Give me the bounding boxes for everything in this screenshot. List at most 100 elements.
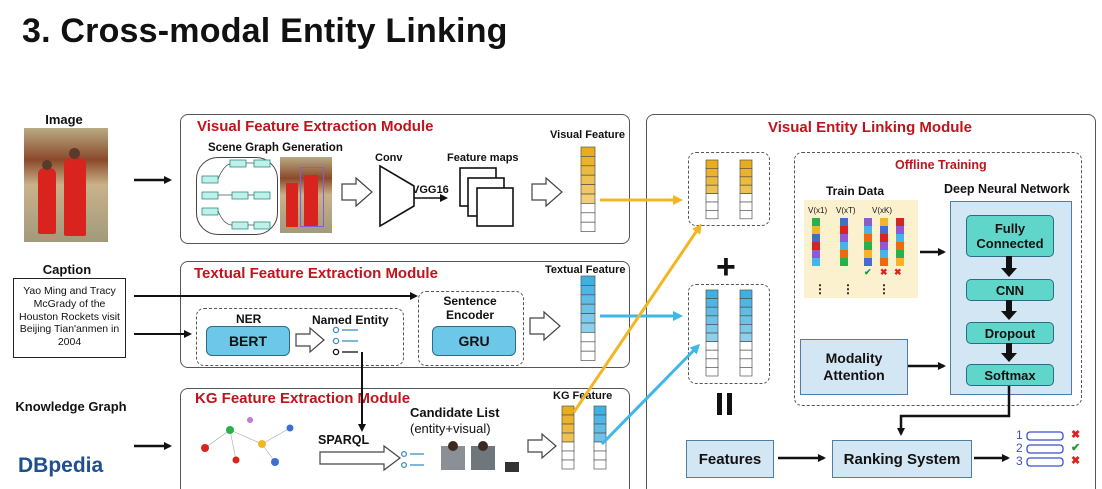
feature-cell [580, 285, 596, 296]
train-dots-1: ⋮ [814, 282, 826, 296]
feature-cell [739, 358, 753, 368]
feature-cell [739, 341, 753, 351]
caption-text: Yao Ming and Tracy McGrady of the Housto… [13, 278, 126, 358]
candidate-list-label: Candidate List [410, 405, 500, 420]
feature-cell [739, 367, 753, 377]
candidate-list-sub: (entity+visual) [410, 421, 491, 436]
feature-cell [705, 184, 719, 194]
candidate-face-2 [478, 441, 488, 451]
softmax-layer: Softmax [966, 364, 1054, 386]
feature-cell [705, 210, 719, 220]
train-cell [812, 218, 820, 226]
train-header-3: V(xK) [872, 206, 892, 215]
bert-box: BERT [206, 326, 290, 356]
linking-visual-stack-1 [705, 159, 719, 220]
feature-cell [580, 332, 596, 343]
rank-number-3: 3 [1016, 454, 1023, 468]
train-cell [864, 218, 872, 226]
input-photo [24, 128, 108, 242]
feature-cell [705, 367, 719, 377]
person-head-1 [42, 160, 52, 170]
train-cell [812, 258, 820, 266]
feature-cell [739, 332, 753, 342]
candidate-face-1 [448, 441, 458, 451]
plus-sign: + [716, 248, 736, 286]
person-figure-1 [38, 168, 56, 234]
train-cell [880, 226, 888, 234]
feature-cell [705, 306, 719, 317]
train-cell [880, 234, 888, 242]
train-cell [864, 250, 872, 258]
linking-visual-stack-2 [739, 159, 753, 220]
feature-cell [561, 441, 575, 452]
kg-module-title: KG Feature Extraction Module [195, 390, 411, 407]
train-cell [896, 226, 904, 234]
feature-cell [739, 306, 753, 317]
train-header-2: V(xT) [836, 206, 856, 215]
feature-cell [580, 294, 596, 305]
named-entity-label: Named Entity [312, 313, 389, 327]
train-cell [840, 226, 848, 234]
train-cell [812, 250, 820, 258]
diagram-graphics [134, 146, 1064, 472]
feature-cell [705, 332, 719, 342]
feature-cell [580, 303, 596, 314]
scene-graph-container [196, 157, 278, 235]
cnn-layer: CNN [966, 279, 1054, 301]
ner-container [196, 308, 404, 366]
train-cell [880, 218, 888, 226]
equals-bar-right [727, 393, 732, 415]
feature-cell [593, 450, 607, 461]
feature-cell [580, 184, 596, 195]
feature-cell [580, 322, 596, 333]
train-header-1: V(x1) [808, 206, 828, 215]
kg-network-nodes [201, 417, 294, 466]
train-cell [812, 234, 820, 242]
feature-cell [580, 221, 596, 232]
train-cell [864, 234, 872, 242]
fully-connected-layer: Fully Connected [966, 215, 1054, 257]
visual-hollow-arrow-1 [341, 176, 373, 208]
feature-cell [739, 184, 753, 194]
textual-feature-copy-box [688, 284, 770, 384]
train-cell [896, 250, 904, 258]
offline-training-container [794, 152, 1082, 406]
visual-feature-stack [580, 146, 596, 232]
train-cell [840, 250, 848, 258]
conv-label: Conv [375, 152, 403, 164]
softmax-to-ranking-arrow [897, 386, 1011, 436]
feature-cell [705, 159, 719, 169]
scene-graph-nodes [201, 159, 271, 230]
feature-cell [561, 432, 575, 443]
train-cell [880, 250, 888, 258]
kg-gold-to-visual-arrow [572, 223, 702, 413]
train-cell [864, 226, 872, 234]
candidate-list-icon [400, 450, 424, 469]
feature-cell [561, 423, 575, 434]
person-head-2 [69, 148, 80, 159]
train-cell [812, 226, 820, 234]
feature-cell [580, 156, 596, 167]
feature-cell [705, 315, 719, 325]
linking-textual-stack-2 [739, 289, 753, 377]
feature-cell [561, 450, 575, 461]
rank-mark-3: ✖ [1071, 455, 1081, 467]
feature-cell [705, 176, 719, 186]
kg-blue-to-textual-arrow [600, 343, 701, 446]
feature-cell [739, 168, 753, 178]
feature-cell [561, 459, 575, 470]
page-title: 3. Cross-modal Entity Linking [22, 12, 508, 50]
kg-hollow-arrow [527, 432, 557, 460]
feature-cell [593, 405, 607, 416]
textual-feature-label: Textual Feature [545, 264, 626, 276]
feature-cell [580, 193, 596, 204]
feature-cell [580, 275, 596, 286]
feature-cell [580, 341, 596, 352]
feature-cell [705, 324, 719, 334]
text-hollow-arrow [529, 310, 561, 342]
linking-module-title: Visual Entity Linking Module [768, 119, 972, 136]
visual-feature-copy-box [688, 152, 770, 226]
feature-cell [580, 350, 596, 361]
linking-textual-stack-1 [705, 289, 719, 377]
feature-maps-stack [459, 167, 514, 227]
